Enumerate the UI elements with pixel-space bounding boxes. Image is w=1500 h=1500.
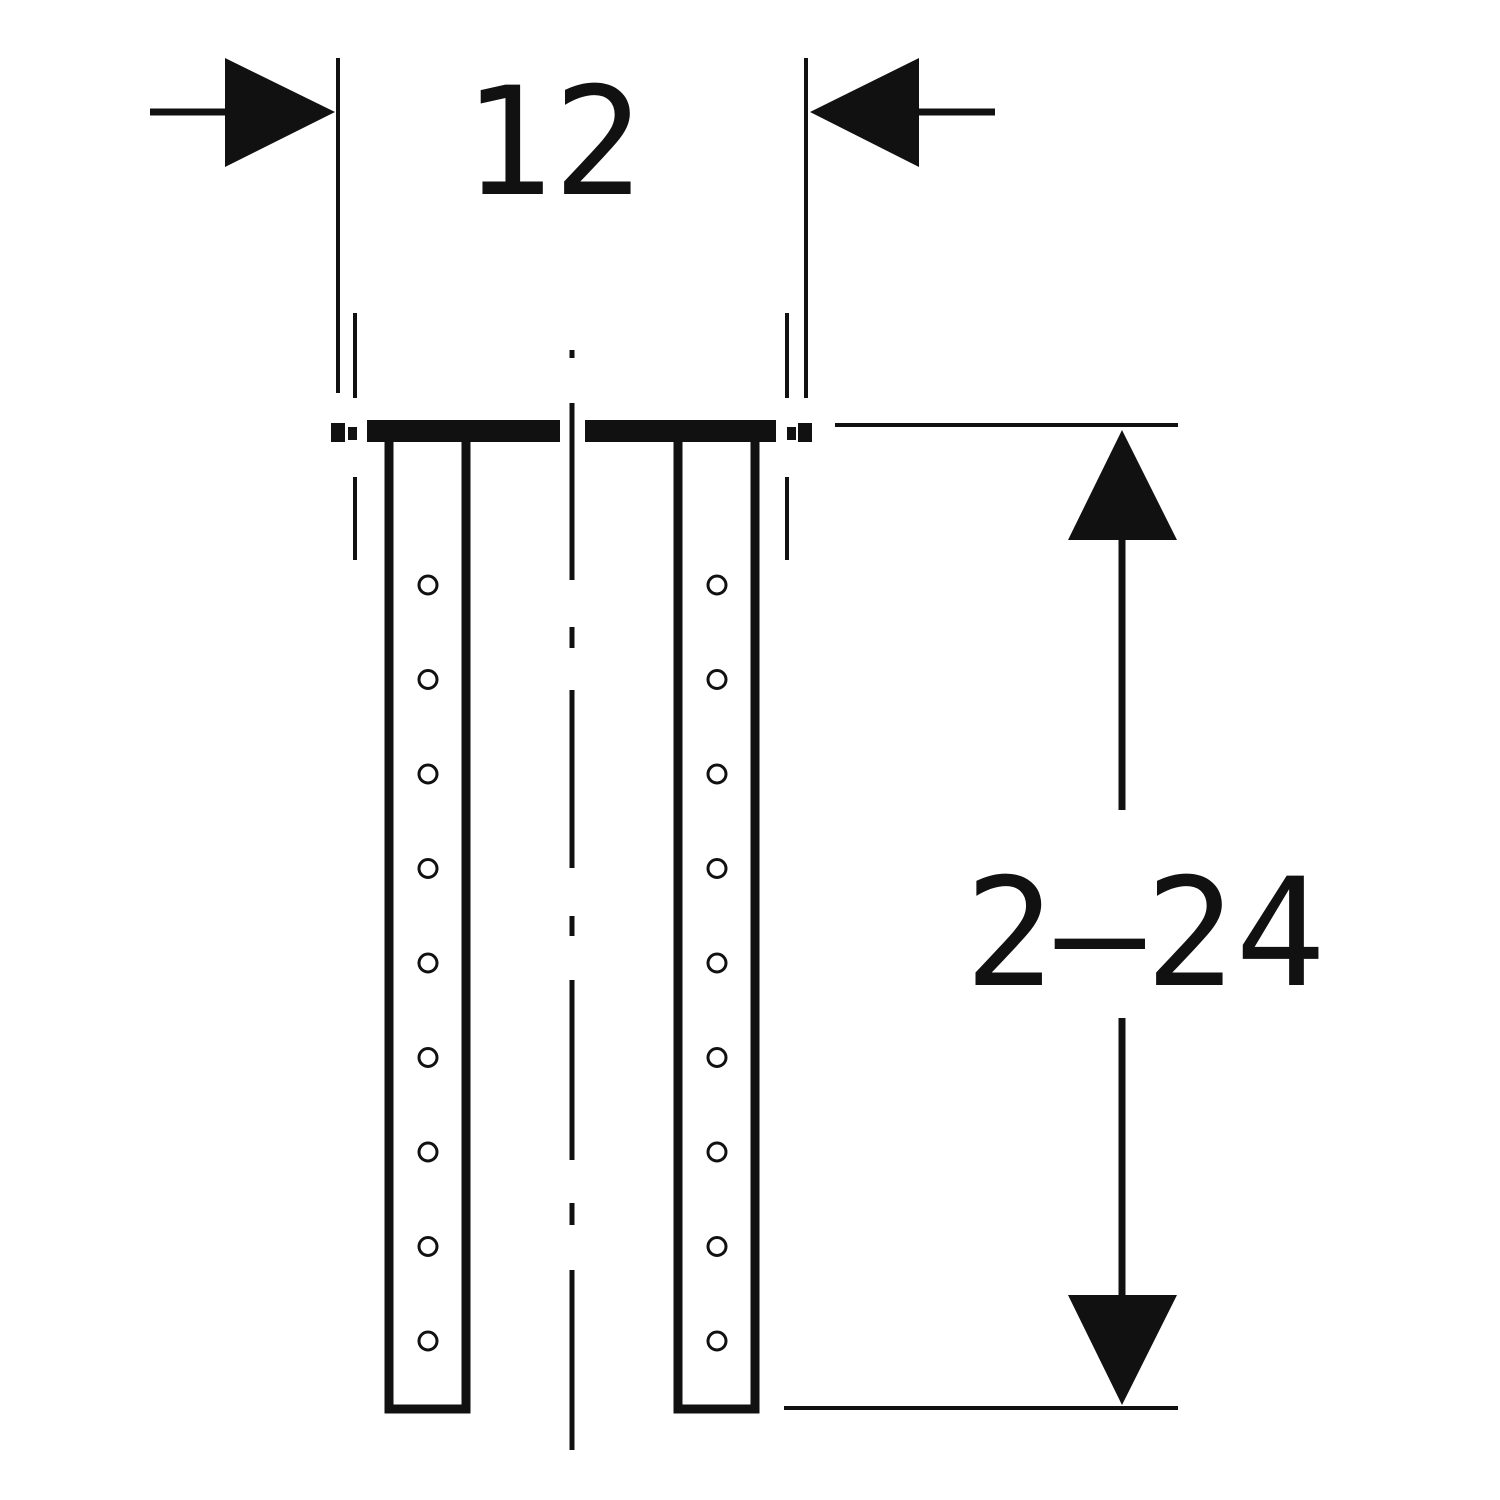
left-strip-hole <box>417 1047 439 1068</box>
right-strip-hole <box>706 763 728 785</box>
width-dimension <box>150 58 995 398</box>
height-arrow-bottom-head <box>1068 1295 1177 1405</box>
strip-right <box>673 432 760 1414</box>
right-strip-hole <box>706 1047 728 1068</box>
right-strip-hole <box>706 1141 728 1163</box>
left-strip-hole <box>417 952 439 974</box>
right-strip-hole <box>706 1330 728 1352</box>
left-strip-hole <box>417 669 439 690</box>
left-strip-hole <box>417 1236 439 1257</box>
left-strip-hole <box>417 1330 439 1352</box>
left-strip-hole <box>417 1141 439 1163</box>
plate-side-ticks <box>331 423 812 442</box>
right-strip-hole <box>706 952 728 974</box>
width-arrow-right-head <box>810 58 919 167</box>
right-strip-hole <box>706 858 728 879</box>
height-dimension-label: 2–24 <box>964 847 1325 1021</box>
height-arrow-top-head <box>1068 430 1177 540</box>
left-strip-hole <box>417 763 439 785</box>
width-dimension-label: 12 <box>463 56 644 230</box>
strip-holes <box>417 574 728 1352</box>
right-strip-hole <box>706 669 728 690</box>
left-strip-hole <box>417 858 439 879</box>
height-dimension <box>784 423 1178 1410</box>
left-strip-hole <box>417 574 439 596</box>
right-strip-hole <box>706 1236 728 1257</box>
right-strip-hole <box>706 574 728 596</box>
strip-left <box>384 432 471 1414</box>
edge-marks <box>353 313 789 560</box>
width-arrow-left-head <box>225 58 335 167</box>
